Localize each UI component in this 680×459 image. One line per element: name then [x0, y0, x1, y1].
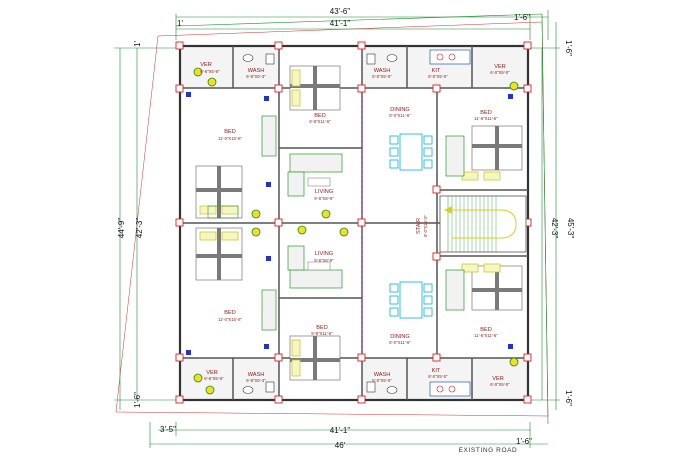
room-wash-bl-name: WASH: [248, 372, 265, 378]
room-ver-br-size: 6'-0"X5'-0": [490, 382, 510, 387]
dim-left-inner: 42'-3": [135, 218, 144, 239]
dim-left-top-small: 1': [133, 41, 142, 47]
room-ver-tl-size: 6'-6"X5'-6": [200, 69, 220, 74]
room-dining-bottom-size: 8'-0"X11'-6": [389, 340, 411, 345]
room-ver-br-name: VER: [492, 376, 504, 382]
room-living-lower-size: 9'-6"X8'-9": [314, 258, 334, 263]
room-stair-size: 8'-0"X15'-0": [423, 215, 428, 237]
room-dining-top-name: DINING: [390, 107, 410, 113]
room-kit-bottom-name: KIT: [432, 368, 441, 374]
staircase: [439, 195, 527, 253]
room-wash-tl-name: WASH: [248, 68, 265, 74]
dim-top-left-small: 1': [177, 19, 183, 28]
room-bed-top-center-name: BED: [314, 113, 326, 119]
room-kit-bottom-size: 8'-0"X5'-0": [428, 374, 448, 379]
dim-right-inner: 42'-3": [550, 218, 559, 239]
dim-right-top-small: 1'-6": [564, 40, 573, 56]
room-bed-top-center-size: 9'-8"X11'-6": [309, 119, 331, 124]
room-living-upper-size: 9'-6"X8'-9": [314, 196, 334, 201]
room-ver-bl-size: 6'-6"X5'-6": [204, 376, 224, 381]
room-bed-top-right-size: 11'-6"X11'-6": [474, 116, 498, 121]
room-bed-left-upper-name: BED: [224, 129, 236, 135]
room-bed-left-lower-name: BED: [224, 310, 236, 316]
room-stair-name: STAIR: [416, 218, 422, 234]
room-wash-br-size: 5'-0"X5'-0": [372, 378, 392, 383]
room-bed-bottom-right-name: BED: [480, 327, 492, 333]
room-ver-tr-size: 6'-0"X5'-0": [490, 70, 510, 75]
blue-markers: [186, 92, 513, 355]
room-ver-tl-name: VER: [200, 62, 212, 68]
dim-left-outer: 44'-9": [117, 218, 126, 239]
room-bed-left-upper-size: 11'-0"X15'-6": [218, 136, 242, 141]
room-bed-bottom-center-name: BED: [316, 325, 328, 331]
dim-right-bottom-small: 1'-6": [564, 390, 573, 406]
room-dining-bottom-name: DINING: [390, 334, 410, 340]
room-wash-bl-size: 5'-9"X5'-3": [246, 378, 266, 383]
room-bed-top-right-name: BED: [480, 110, 492, 116]
tiled-floors: [179, 45, 529, 401]
bed-furniture: [195, 65, 523, 381]
room-dining-top-size: 8'-0"X11'-6": [389, 113, 411, 118]
fixtures: [242, 49, 471, 397]
dim-bottom-right-small: 1'-6": [516, 437, 532, 446]
road-label: EXISTING ROAD: [459, 447, 518, 454]
dim-bottom-overall: 46': [335, 441, 346, 450]
dim-bottom-left: 3'-5": [160, 425, 176, 434]
room-wash-br-name: WASH: [374, 372, 391, 378]
dim-top-inner: 41'-1": [330, 19, 351, 28]
plant-symbols: [193, 67, 519, 395]
room-ver-bl-name: VER: [206, 370, 218, 376]
room-kit-top-size: 8'-0"X5'-0": [428, 74, 448, 79]
room-living-lower-name: LIVING: [315, 251, 333, 257]
dimension-lines: [114, 10, 560, 448]
dim-bottom-inner: 41'-1": [330, 426, 351, 435]
room-wash-tl-size: 5'-9"X5'-3": [246, 74, 266, 79]
room-labels: VER 6'-6"X5'-6" WASH 5'-9"X5'-3" BED 9'-…: [200, 62, 510, 387]
columns: [175, 41, 532, 404]
room-ver-tr-name: VER: [494, 64, 506, 70]
dim-left-bottom-small: 1'-6": [133, 392, 142, 408]
room-bed-left-lower-size: 11'-0"X15'-6": [218, 317, 242, 322]
dim-right-outer: 45'-3": [566, 218, 575, 239]
room-bed-bottom-center-size: 9'-8"X11'-6": [311, 331, 333, 336]
dining-furniture: [389, 133, 433, 319]
sofa-furniture: [207, 115, 465, 331]
outer-offset-line: [175, 13, 549, 425]
room-living-upper-name: LIVING: [315, 189, 333, 195]
dim-top-overall: 43'-6": [330, 7, 351, 16]
room-bed-bottom-right-size: 11'-6"X11'-6": [474, 333, 498, 338]
room-wash-tr-size: 5'-0"X5'-0": [372, 74, 392, 79]
dim-top-right-small: 1'-6": [514, 13, 530, 22]
room-wash-tr-name: WASH: [374, 68, 391, 74]
room-kit-top-name: KIT: [432, 68, 441, 74]
